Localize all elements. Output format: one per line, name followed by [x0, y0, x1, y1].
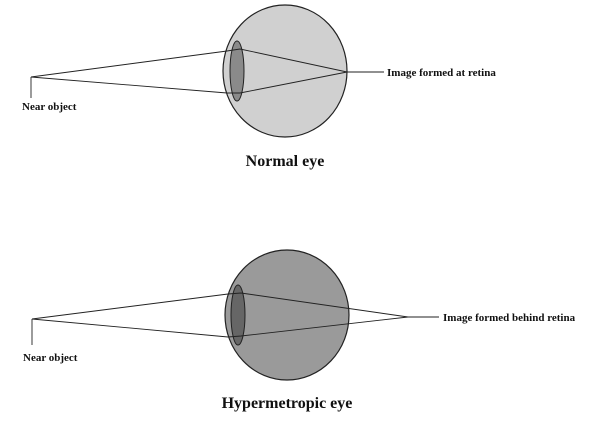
light-ray-upper — [30, 48, 348, 78]
near-object-label: Near object — [23, 352, 78, 364]
near-object-label: Near object — [22, 101, 77, 113]
image-label: Image formed behind retina — [443, 312, 576, 324]
light-ray-lower — [30, 71, 348, 94]
normal-eye-diagram: Near object Image formed at retina Norma… — [22, 4, 496, 170]
hypermetropic-eye-diagram: Near object Image formed behind retina H… — [23, 249, 576, 412]
diagram-title: Hypermetropic eye — [222, 395, 353, 412]
eye-lens — [230, 284, 246, 346]
diagram-title: Normal eye — [246, 153, 325, 170]
eyeball — [224, 249, 350, 381]
image-label: Image formed at retina — [387, 67, 496, 79]
eyeball — [222, 4, 348, 138]
light-ray-upper — [31, 292, 409, 320]
light-ray-lower — [31, 316, 409, 338]
eye-lens — [229, 40, 245, 102]
